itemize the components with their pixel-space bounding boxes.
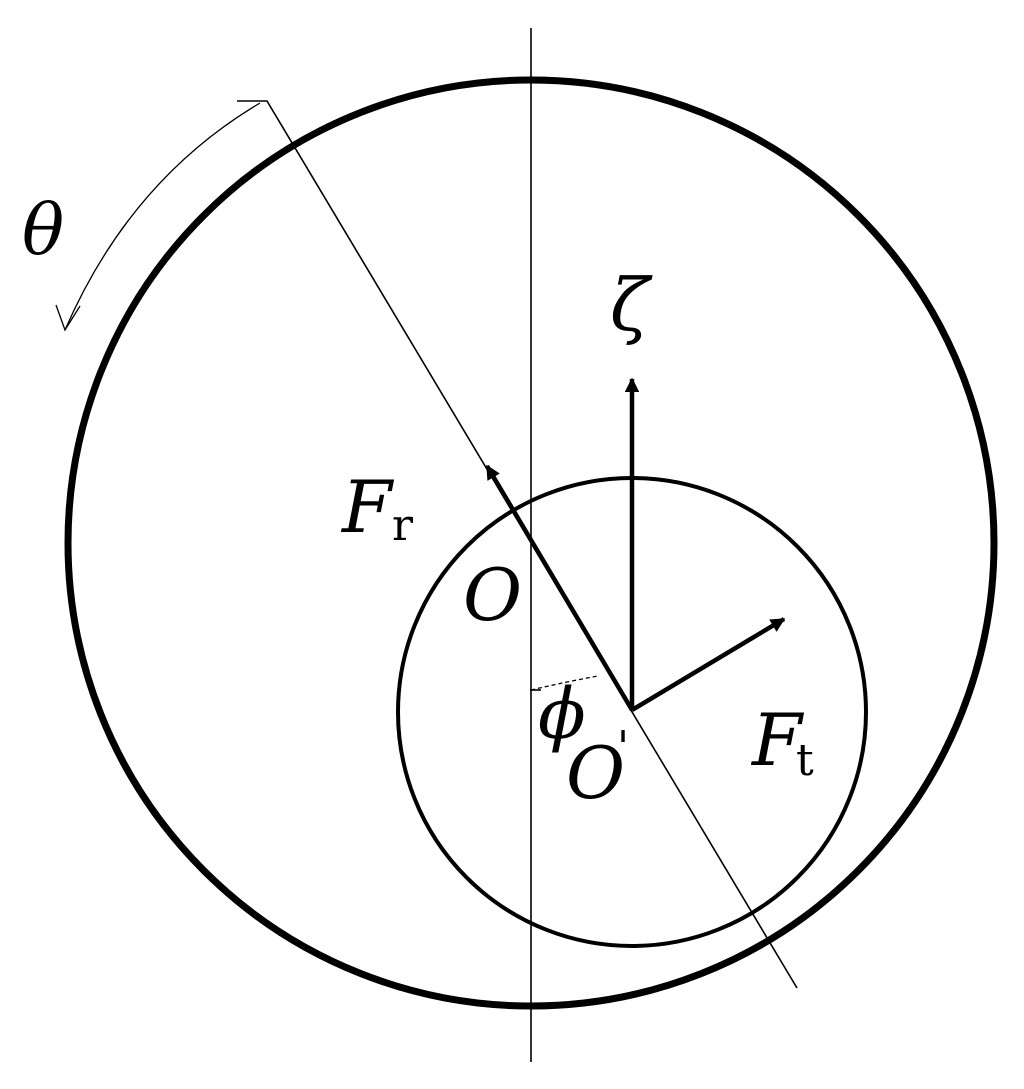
- theta-label: θ: [22, 189, 64, 271]
- theta-rotation-arc: [64, 102, 261, 331]
- phi-label: ϕ: [538, 673, 586, 755]
- radial-force-subscript: r: [392, 500, 414, 551]
- journal-center-prime: ': [617, 722, 629, 773]
- bearing-center-label: O: [463, 553, 522, 637]
- outer-bearing-circle: [64, 76, 998, 1010]
- line-of-centers: [237, 100, 798, 989]
- theta-arrowhead: [55, 304, 81, 332]
- zeta-label: ζ: [610, 263, 653, 347]
- tangential-force-arrow: [630, 617, 786, 712]
- tangential-force-subscript: t: [796, 735, 814, 786]
- journal-center-label: O: [566, 731, 625, 815]
- radial-force-label: F: [340, 465, 395, 549]
- tangential-force-label: F: [750, 698, 805, 782]
- radial-force-arrow: [485, 464, 634, 712]
